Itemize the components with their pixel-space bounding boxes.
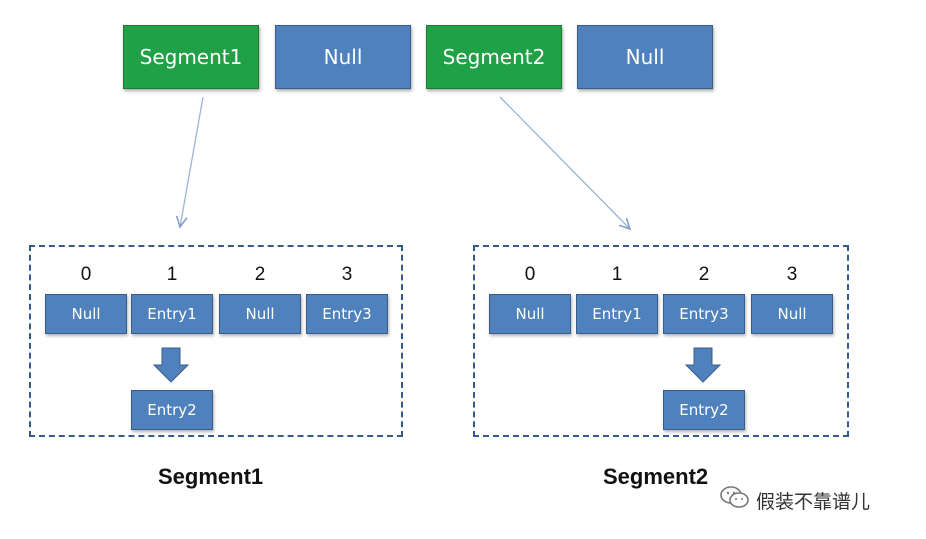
top-segment1-box: Segment1 [123, 25, 259, 89]
segment1-index-3: 3 [341, 264, 353, 285]
segment2-chained-entry: Entry2 [663, 390, 745, 430]
segment1-index-1: 1 [166, 264, 178, 285]
segment2-slot-0: Null [489, 294, 571, 334]
segment1-slot-0: Null [45, 294, 127, 334]
segment1-chained-entry: Entry2 [131, 390, 213, 430]
segment1-slot-2: Null [219, 294, 301, 334]
segment1-container [29, 245, 403, 437]
wechat-icon [720, 485, 750, 516]
segment2-index-2: 2 [698, 264, 710, 285]
watermark-text: 假装不靠谱儿 [756, 491, 871, 513]
segment2-slot-1: Entry1 [576, 294, 658, 334]
segment1-slot-1: Entry1 [131, 294, 213, 334]
segment1-slot-3: Entry3 [306, 294, 388, 334]
arrow-segment1-line [180, 96, 204, 227]
top-null-box-2: Null [577, 25, 713, 89]
segment2-title: Segment2 [603, 464, 709, 489]
segment2-slot-2: Entry3 [663, 294, 745, 334]
segment2-index-0: 0 [524, 264, 536, 285]
segment2-index-1: 1 [611, 264, 623, 285]
segment1-index-0: 0 [80, 264, 92, 285]
segment1-title: Segment1 [158, 464, 264, 489]
top-null-box-1: Null [275, 25, 411, 89]
segment2-index-3: 3 [786, 264, 798, 285]
segment1-index-2: 2 [254, 264, 266, 285]
watermark: 假装不靠谱儿 [720, 485, 870, 516]
top-segment2-box: Segment2 [426, 25, 562, 89]
arrow-segment2-line [499, 96, 630, 229]
segment2-slot-3: Null [751, 294, 833, 334]
segment2-container [473, 245, 849, 437]
